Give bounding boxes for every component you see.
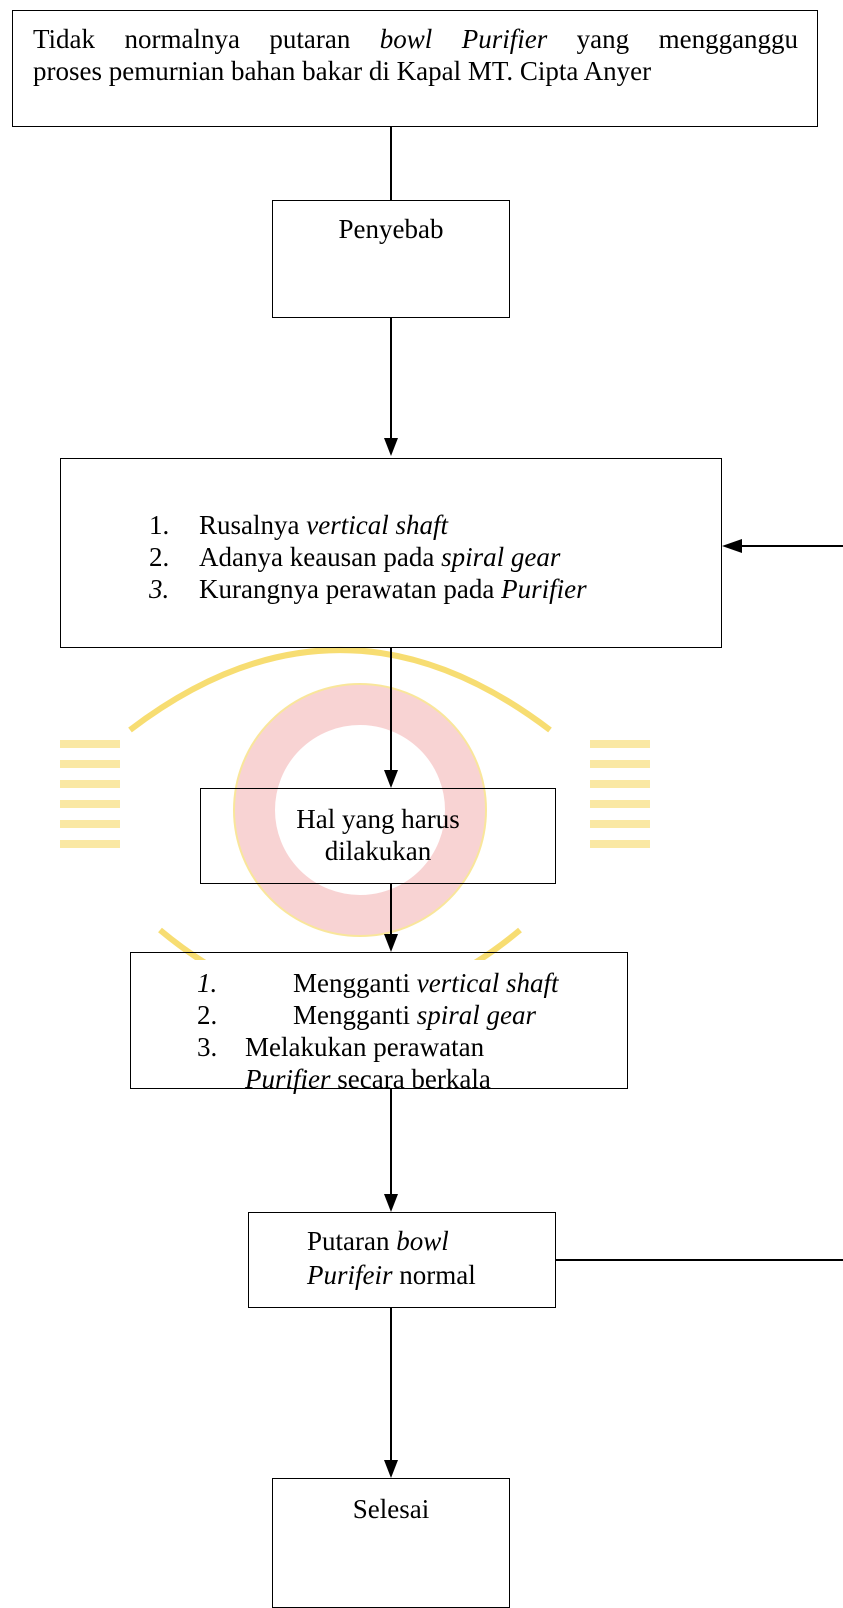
arrowhead-6 bbox=[384, 1460, 398, 1478]
cause-item-3: 3. Kurangnya perawatan pada Purifier bbox=[149, 574, 587, 604]
actions-box: 1. Mengganti vertical shaft 2. Mengganti… bbox=[130, 952, 628, 1094]
cause-item-1: 1. Rusalnya vertical shaft bbox=[149, 510, 448, 540]
feedback-arrowhead bbox=[722, 539, 742, 553]
arrowhead-5 bbox=[384, 1194, 398, 1212]
problem-line-2: proses pemurnian bahan bakar di Kapal MT… bbox=[33, 56, 652, 86]
action-item-1: 1. Mengganti vertical shaft bbox=[197, 968, 559, 998]
action-header-box: Hal yang harus dilakukan bbox=[200, 788, 556, 884]
causes-box: 1. Rusalnya vertical shaft 2. Adanya kea… bbox=[60, 458, 722, 648]
result-line-1: Putaran bowl bbox=[307, 1226, 449, 1256]
action-item-3: 3. Melakukan perawatan bbox=[197, 1032, 485, 1062]
cause-header-box: Penyebab bbox=[272, 200, 510, 318]
problem-box: Tidak normalnya putaran bowl Purifier ya… bbox=[12, 10, 818, 127]
action-header-line-2: dilakukan bbox=[324, 836, 432, 866]
watermark-emblem bbox=[60, 647, 650, 960]
action-header-line-1: Hal yang harus bbox=[296, 804, 460, 834]
result-line-2: Purifeir normal bbox=[307, 1260, 476, 1290]
action-item-3-continued: Purifier secara berkala bbox=[245, 1064, 491, 1094]
end-label: Selesai bbox=[352, 1494, 430, 1524]
action-item-2: 2. Mengganti spiral gear bbox=[197, 1000, 536, 1030]
result-box: Putaran bowl Purifeir normal bbox=[248, 1212, 556, 1308]
end-box: Selesai bbox=[272, 1478, 510, 1608]
arrowhead-4 bbox=[384, 934, 398, 952]
problem-line-1: Tidak normalnya putaran bowl Purifier ya… bbox=[33, 24, 799, 54]
arrowhead-3 bbox=[384, 770, 398, 788]
cause-item-2: 2. Adanya keausan pada spiral gear bbox=[149, 542, 561, 572]
cause-header-label: Penyebab bbox=[338, 214, 444, 244]
arrowhead-2 bbox=[384, 438, 398, 456]
